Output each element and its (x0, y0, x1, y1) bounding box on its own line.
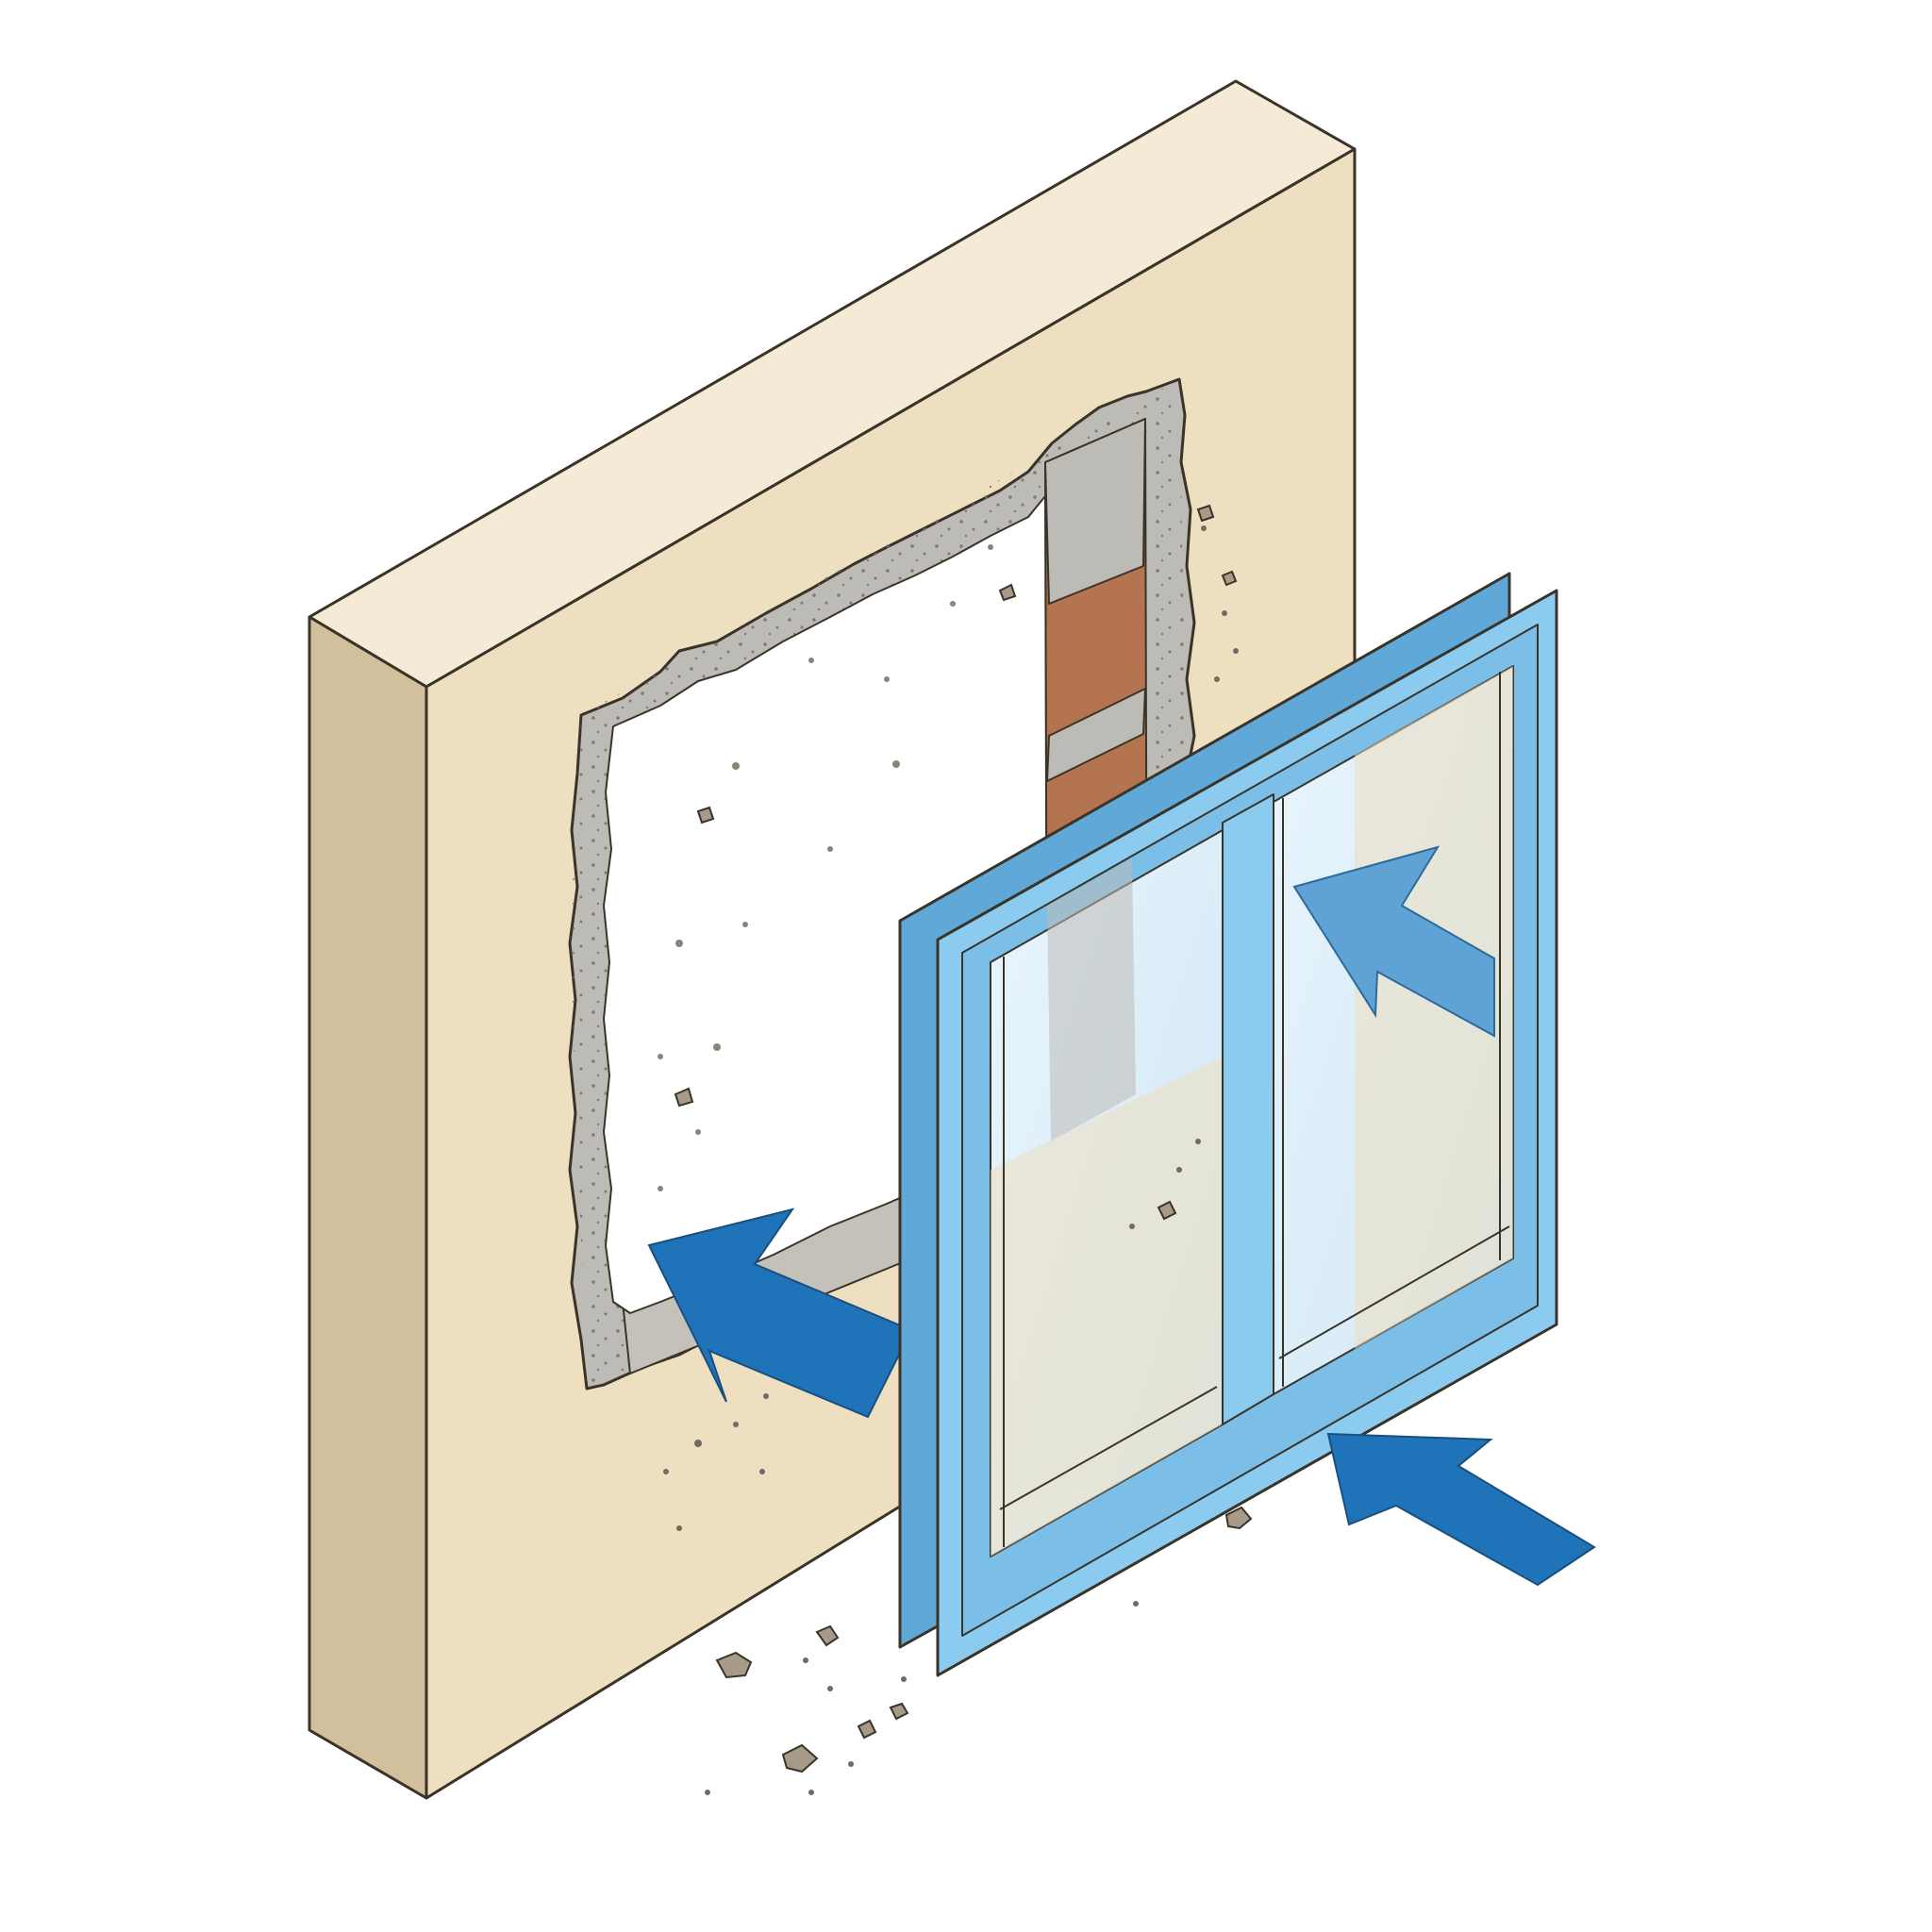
window-mullion (1222, 793, 1274, 1425)
debris (715, 504, 1253, 1774)
debris-chunks-opening (674, 583, 1017, 1108)
dust-specks (658, 544, 993, 1191)
insert-arrow-icon (647, 1208, 913, 1419)
insert-arrow-icon (1292, 845, 1495, 1038)
insert-arrow-icon (1326, 1432, 1596, 1587)
wall-side-face (308, 615, 428, 1800)
debris-specks (663, 525, 1239, 1795)
